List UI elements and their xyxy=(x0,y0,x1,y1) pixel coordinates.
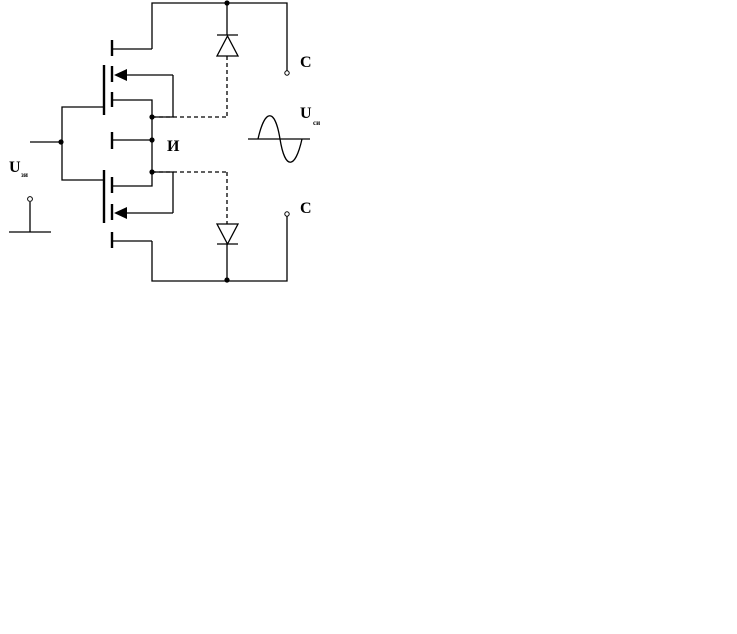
drain-voltage-label: U xyxy=(300,105,312,122)
drain-top-terminal xyxy=(284,70,290,76)
drain-top-label: C xyxy=(300,54,312,71)
source-label: И xyxy=(167,138,180,155)
gate-junction xyxy=(58,139,64,145)
drain-bottom-terminal xyxy=(284,211,290,217)
gate-voltage-label: U xyxy=(9,159,21,176)
gate-ground xyxy=(9,196,51,233)
bottom-drain-branch xyxy=(152,171,290,283)
source-node xyxy=(110,114,155,175)
gate-input xyxy=(30,106,104,181)
upper-transistor xyxy=(102,2,227,118)
drain-bottom-label: C xyxy=(300,200,312,217)
upper-substrate-arrow xyxy=(114,69,127,81)
top-drain-branch xyxy=(152,0,290,118)
sine-wave-icon xyxy=(248,115,310,163)
lower-substrate-arrow xyxy=(114,207,127,219)
drain-voltage-subscript: си xyxy=(313,119,320,127)
lower-transistor xyxy=(102,170,227,282)
gate-voltage-subscript: зи xyxy=(21,171,28,179)
